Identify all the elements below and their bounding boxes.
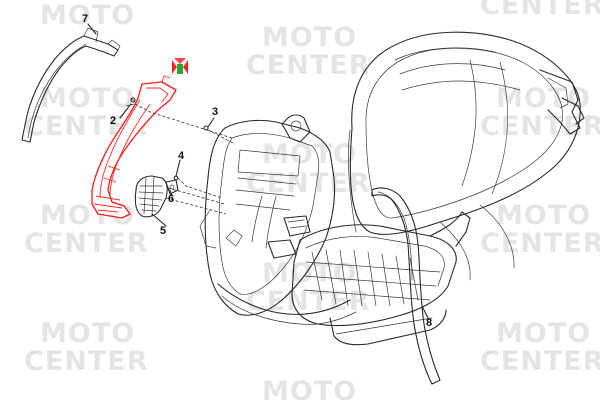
leader-2: [134, 103, 233, 139]
callout-7: 7: [82, 13, 88, 25]
marker-green-core: [177, 64, 183, 74]
watermark-line-1: MOTO: [496, 200, 591, 231]
watermark-line-2: CENTER: [480, 228, 600, 259]
watermark-line-2: CENTER: [246, 50, 371, 81]
marker-top-arrow: [174, 58, 186, 64]
part-6-clip: [165, 179, 179, 195]
part-1-marker: [171, 58, 189, 75]
callout-4: 4: [178, 150, 185, 162]
part-5-grille: [134, 175, 168, 218]
callout-6: 6: [168, 193, 174, 205]
marker-left-arrow: [172, 60, 177, 74]
watermark-line-1: MOTO: [40, 0, 135, 31]
marker-right-arrow: [183, 60, 188, 74]
watermark-line-1: MOTO: [262, 22, 357, 53]
watermark-line-1: MOTO: [262, 258, 357, 289]
callout-5: 5: [160, 225, 166, 237]
watermark-line-2: CENTER: [24, 228, 149, 259]
callout-stems: [87, 23, 429, 319]
callout-3: 3: [212, 106, 218, 118]
callout-labels: 1 2 3 4 5 6 7 8: [82, 13, 432, 329]
leader-2-tail: [125, 103, 135, 107]
screw-4: [173, 175, 179, 181]
part-1-highlighted-cover: [91, 75, 177, 219]
watermark-layer: MOTO MOTO CENTER CENTER MOTO CENTER MOTO…: [24, 0, 600, 400]
watermark-line-1: MOTO: [262, 139, 357, 170]
callout-8: 8: [426, 317, 432, 329]
watermark-line-2: CENTER: [480, 111, 600, 142]
leader-6: [167, 187, 225, 205]
watermark-line-1: MOTO: [40, 83, 135, 114]
watermark-line-1: MOTO: [262, 376, 357, 400]
watermark-line-1: MOTO: [496, 318, 591, 349]
leader-lines: [125, 103, 236, 215]
leader-5: [165, 197, 227, 215]
leader-3: [207, 129, 236, 145]
callout-2: 2: [110, 115, 116, 127]
leader-4: [177, 177, 223, 199]
watermark-line-1: MOTO: [40, 318, 135, 349]
scooter-body-outline: [348, 31, 585, 281]
watermark-tile: MOTO: [40, 0, 135, 31]
part-8-edge-trim: [371, 187, 441, 385]
watermark-line-2: CENTER: [480, 0, 600, 21]
floorboard-assembly: [291, 211, 471, 346]
front-shield-assembly: [199, 114, 357, 325]
screw-2: [130, 97, 136, 103]
watermark-line-2: CENTER: [480, 346, 600, 377]
watermark-line-2: CENTER: [246, 286, 371, 317]
watermark-line-2: CENTER: [24, 346, 149, 377]
